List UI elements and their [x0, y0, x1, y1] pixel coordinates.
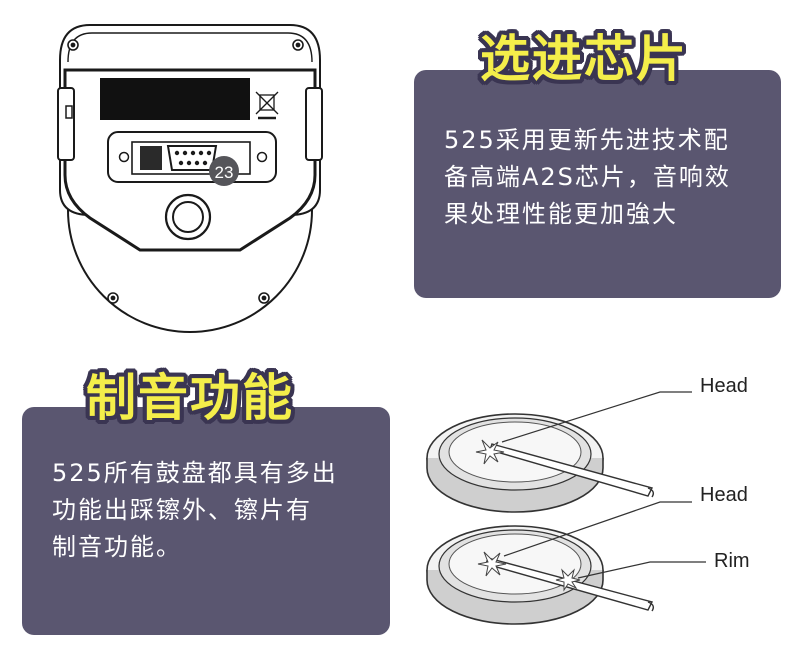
chip-feature-description: 525采用更新先进技术配 备高端A2S芯片，音响效 果处理性能更加強大: [444, 126, 731, 228]
lower-drum-pad: [426, 501, 706, 625]
port-number-text: 23: [215, 163, 234, 182]
chip-feature-title: 选进芯片: [480, 30, 688, 88]
head-label-upper: Head: [700, 375, 748, 397]
port-number-badge: [209, 156, 239, 186]
chip-feature-panel: 525采用更新先进技术配 备高端A2S芯片，音响效 果处理性能更加強大: [414, 70, 781, 298]
choke-feature-panel: 525所有鼓盘都具有多出 功能出踩镲外、镲片有 制音功能。: [22, 407, 390, 635]
choke-feature-description: 525所有鼓盘都具有多出 功能出踩镲外、镲片有 制音功能。: [52, 459, 338, 561]
upper-drum-pad: [426, 391, 692, 513]
drum-module-illustration: 23: [57, 24, 323, 333]
rim-label: Rim: [714, 550, 750, 572]
head-label-lower: Head: [700, 484, 748, 506]
choke-feature-title: 制音功能: [86, 369, 294, 427]
drum-strike-diagram: [426, 391, 706, 625]
